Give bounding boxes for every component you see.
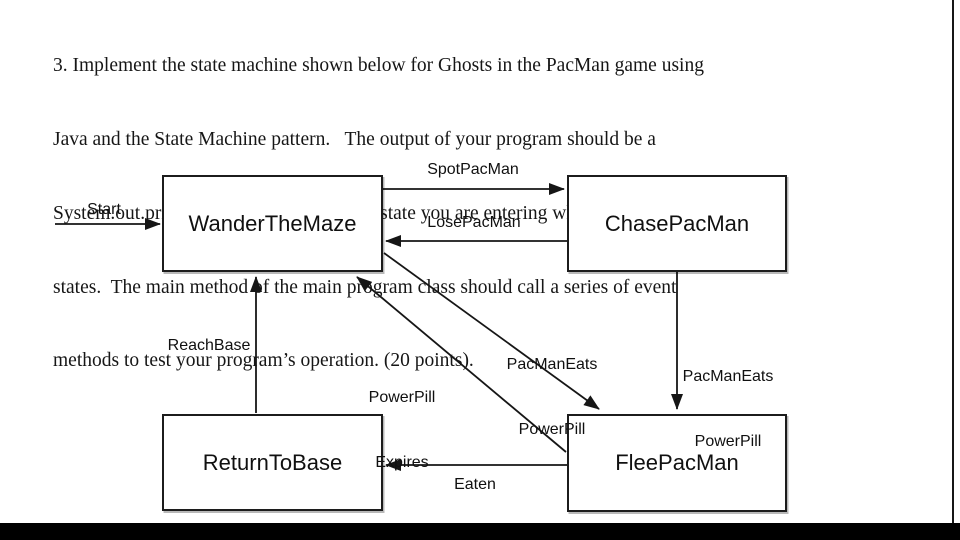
edge-label-line: Expires xyxy=(375,453,429,471)
reachbase-edge-label: ReachBase xyxy=(167,337,251,354)
bottom-black-bar xyxy=(0,523,960,540)
problem-line: Java and the State Machine pattern. The … xyxy=(53,128,656,150)
spotpacman-edge-label: SpotPacMan xyxy=(427,161,519,178)
state-label: ReturnToBase xyxy=(202,449,343,475)
edge-label-line: PowerPill xyxy=(368,389,436,406)
state-node-flee-pacman: FleePacMan xyxy=(567,414,787,512)
state-label: FleePacMan xyxy=(615,450,739,475)
state-node-return-to-base: ReturnToBase xyxy=(162,414,383,511)
edge-label-line: PowerPill xyxy=(694,432,762,450)
pacmaneats-powerpill-left-arrow xyxy=(383,252,600,410)
pacmaneats-powerpill-right-edge-label: PacManEats PowerPill xyxy=(683,323,774,495)
edge-label-line: PowerPill xyxy=(518,420,586,438)
pacmaneats-powerpill-left-edge-label: PacManEats PowerPill xyxy=(507,311,598,483)
state-node-wander-the-maze: WanderTheMaze xyxy=(162,175,383,272)
eaten-edge-label: Eaten xyxy=(454,476,496,493)
start-edge-label: Start xyxy=(87,201,121,218)
state-label: ChasePacMan xyxy=(604,210,750,236)
powerpill-expires-arrow xyxy=(356,276,567,453)
problem-line: 3. Implement the state machine shown bel… xyxy=(53,55,704,77)
edge-label-line: PacManEats xyxy=(682,368,774,385)
state-label: WanderTheMaze xyxy=(188,210,357,236)
powerpill-expires-edge-label: PowerPill Expires xyxy=(369,344,436,516)
edge-label-line: PacManEats xyxy=(506,356,598,373)
page-scan-edge-line xyxy=(952,0,954,523)
state-node-chase-pacman: ChasePacMan xyxy=(567,175,787,272)
losepacman-edge-label: LosePacMan xyxy=(427,214,521,231)
